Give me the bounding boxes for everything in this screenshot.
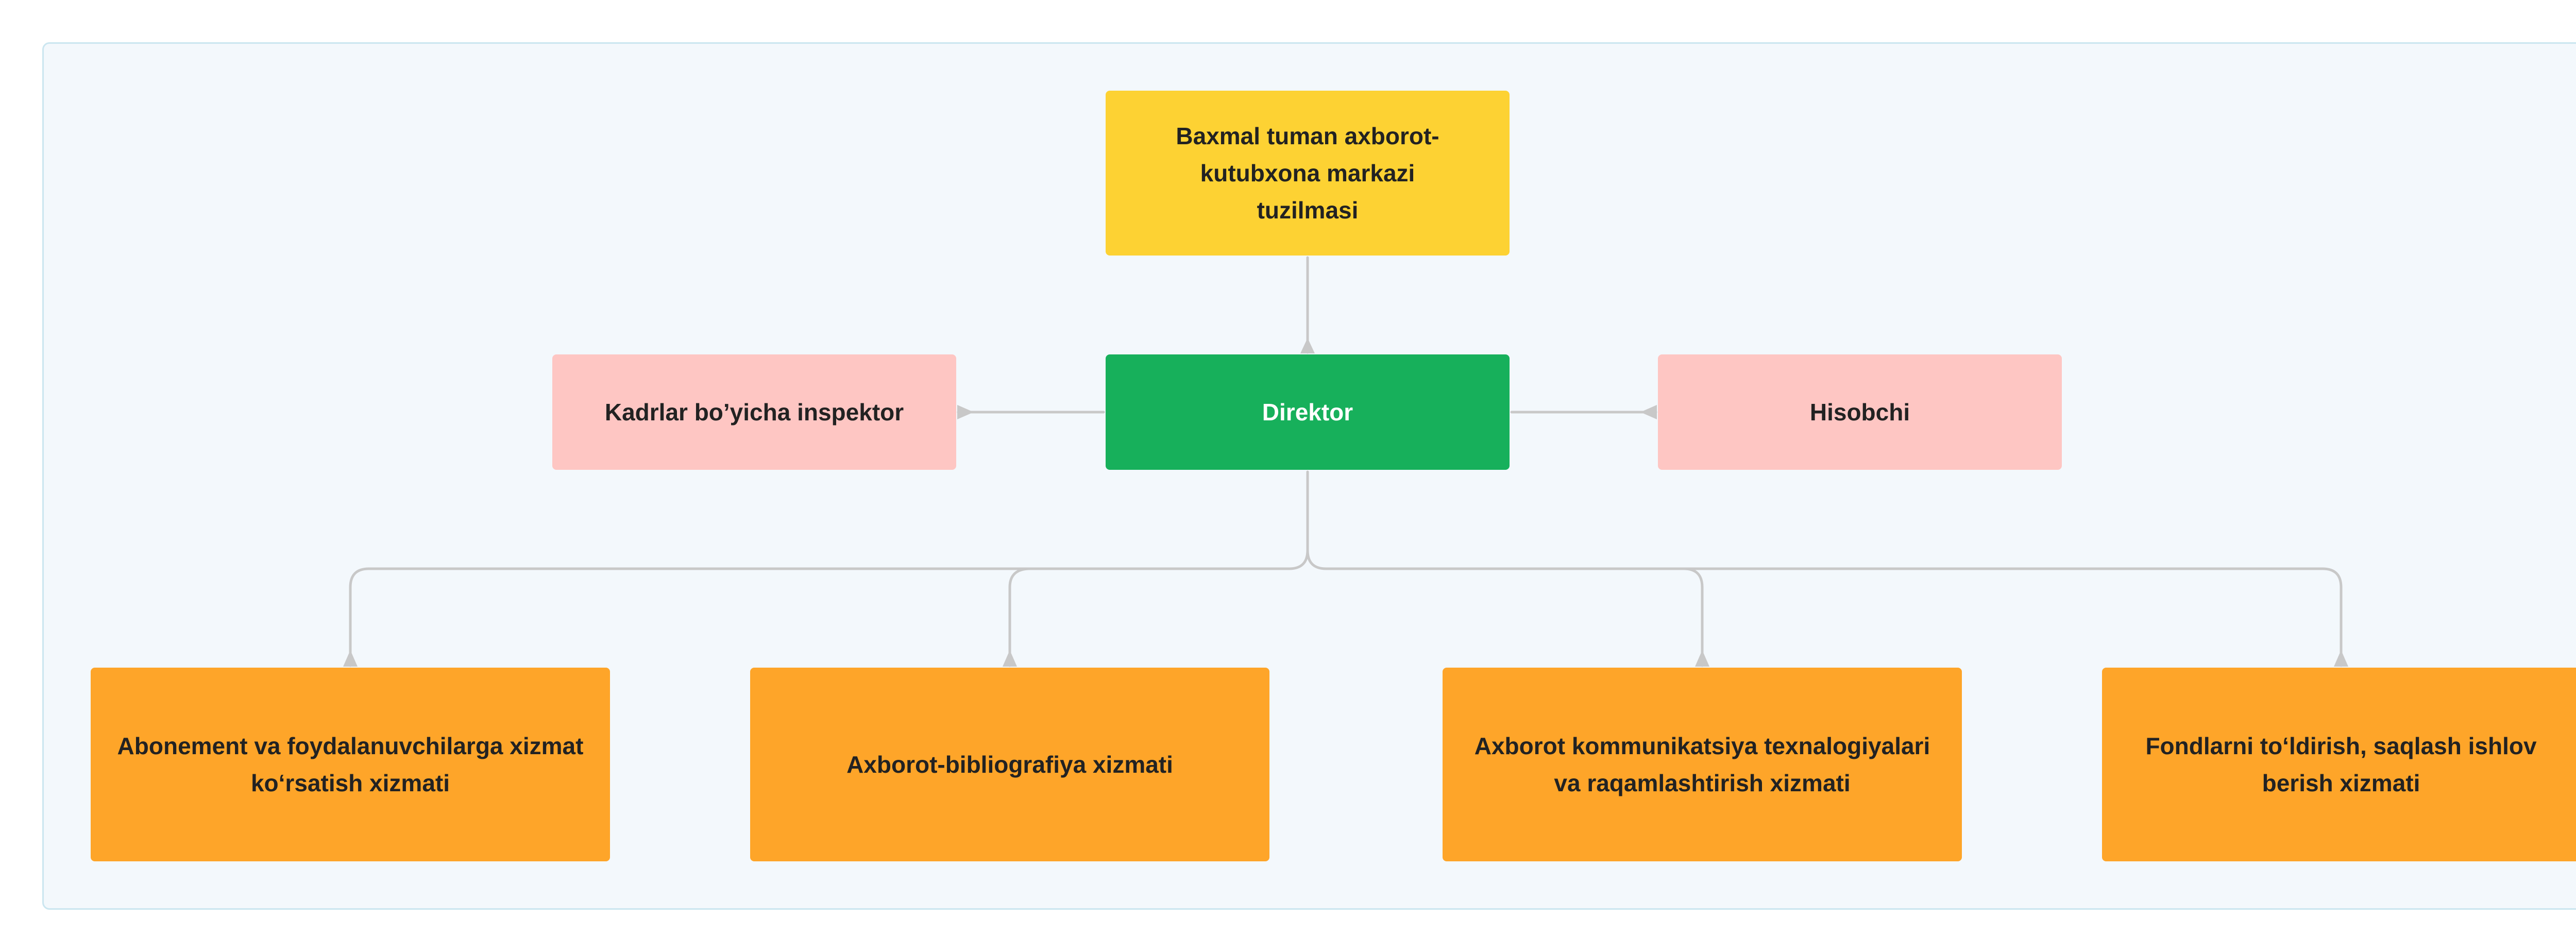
title-node-label: Baxmal tuman axborot-kutubxona markazi t…: [1176, 123, 1439, 224]
service-node-label: Axborot kommunikatsiya texnalogiyalari v…: [1474, 733, 1930, 796]
staff-node-label: Hisobchi: [1809, 399, 1910, 426]
service-node-subscription: Abonement va foydalanuvchilarga xizmat k…: [91, 668, 610, 861]
service-node-label: Fondlarni to‘ldirish, saqlash ishlov ber…: [2145, 733, 2537, 796]
staff-node-accountant: Hisobchi: [1658, 354, 2062, 470]
service-node-label: Axborot-bibliografiya xizmati: [846, 751, 1173, 778]
staff-node-hr-inspector: Kadrlar bo’yicha inspektor: [552, 354, 956, 470]
service-node-fund-management: Fondlarni to‘ldirish, saqlash ishlov ber…: [2102, 668, 2576, 861]
director-node: Direktor: [1106, 354, 1510, 470]
service-node-bibliography: Axborot-bibliografiya xizmati: [750, 668, 1269, 861]
director-node-label: Direktor: [1262, 399, 1353, 426]
staff-node-label: Kadrlar bo’yicha inspektor: [604, 399, 904, 426]
title-node: Baxmal tuman axborot-kutubxona markazi t…: [1106, 91, 1510, 256]
service-node-label: Abonement va foydalanuvchilarga xizmat k…: [117, 733, 584, 796]
service-node-ict-digitization: Axborot kommunikatsiya texnalogiyalari v…: [1443, 668, 1962, 861]
